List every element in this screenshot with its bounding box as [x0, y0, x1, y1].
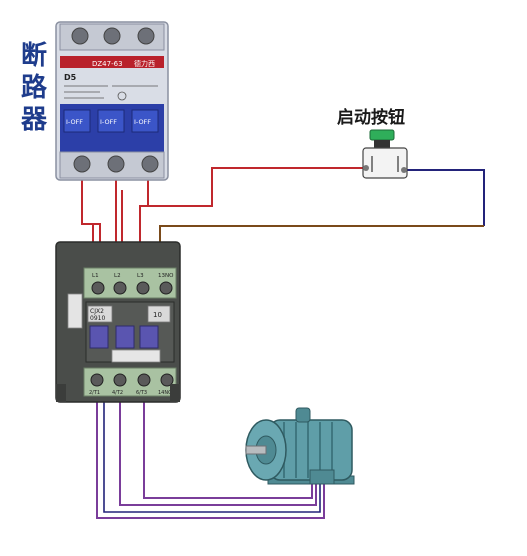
contactor-terminal-top: L1	[92, 273, 99, 279]
contactor-code: 0910	[90, 315, 105, 322]
breaker-label-char: 断	[20, 41, 47, 71]
breaker-pole-label: I-OFF	[100, 118, 117, 126]
control-wire-red	[147, 167, 365, 207]
breaker-label-char: 路	[20, 73, 47, 103]
motor-wire-1	[96, 388, 325, 519]
motor-icon	[245, 407, 355, 485]
contactor-label-10: 10	[153, 311, 162, 319]
contactor-terminal-bottom: 14NO	[158, 390, 172, 396]
control-wires	[147, 167, 485, 262]
motor-wire-2	[119, 388, 317, 506]
button-cap	[369, 129, 395, 141]
contactor-terminal-top: 13NO	[158, 273, 174, 279]
breaker-label: 断 路 器	[18, 40, 50, 136]
circuit-breaker-icon: DZ47-63 德力西 D5 I-OFF I-OFF I-OFF	[55, 21, 169, 181]
contactor-terminal-top: L2	[114, 273, 121, 279]
motor-terminal-box	[309, 469, 335, 485]
motor-wire-3	[143, 388, 313, 499]
button-body	[362, 147, 408, 179]
start-button-label: 启动按钮	[337, 108, 405, 128]
motor-shaft	[245, 445, 267, 455]
motor-wires	[96, 388, 325, 519]
breaker-model: DZ47-63	[92, 60, 123, 68]
breaker-brand: 德力西	[134, 59, 155, 68]
breaker-label-char: 器	[20, 105, 47, 135]
control-wire-blue	[405, 169, 485, 226]
control-wire-brown	[159, 225, 484, 262]
motor-wire-1b	[103, 388, 321, 513]
contactor-terminal-top: L3	[137, 273, 144, 279]
push-button-icon	[362, 129, 408, 179]
breaker-pole-label: I-OFF	[134, 118, 151, 126]
breaker-brand-strip	[60, 56, 164, 68]
breaker-rating: D5	[64, 73, 77, 82]
contactor-model: CJX2	[90, 308, 104, 315]
contactor-terminal-bottom: 4/T2	[112, 390, 123, 396]
contactor-terminal-bottom: 6/T3	[136, 390, 147, 396]
contactor-terminal-bottom: 2/T1	[89, 390, 100, 396]
breaker-pole-label: I-OFF	[66, 118, 83, 126]
contactor-icon: L1 L2 L3 13NO CJX2 0910 10 2/T1 4/T2	[55, 241, 181, 403]
